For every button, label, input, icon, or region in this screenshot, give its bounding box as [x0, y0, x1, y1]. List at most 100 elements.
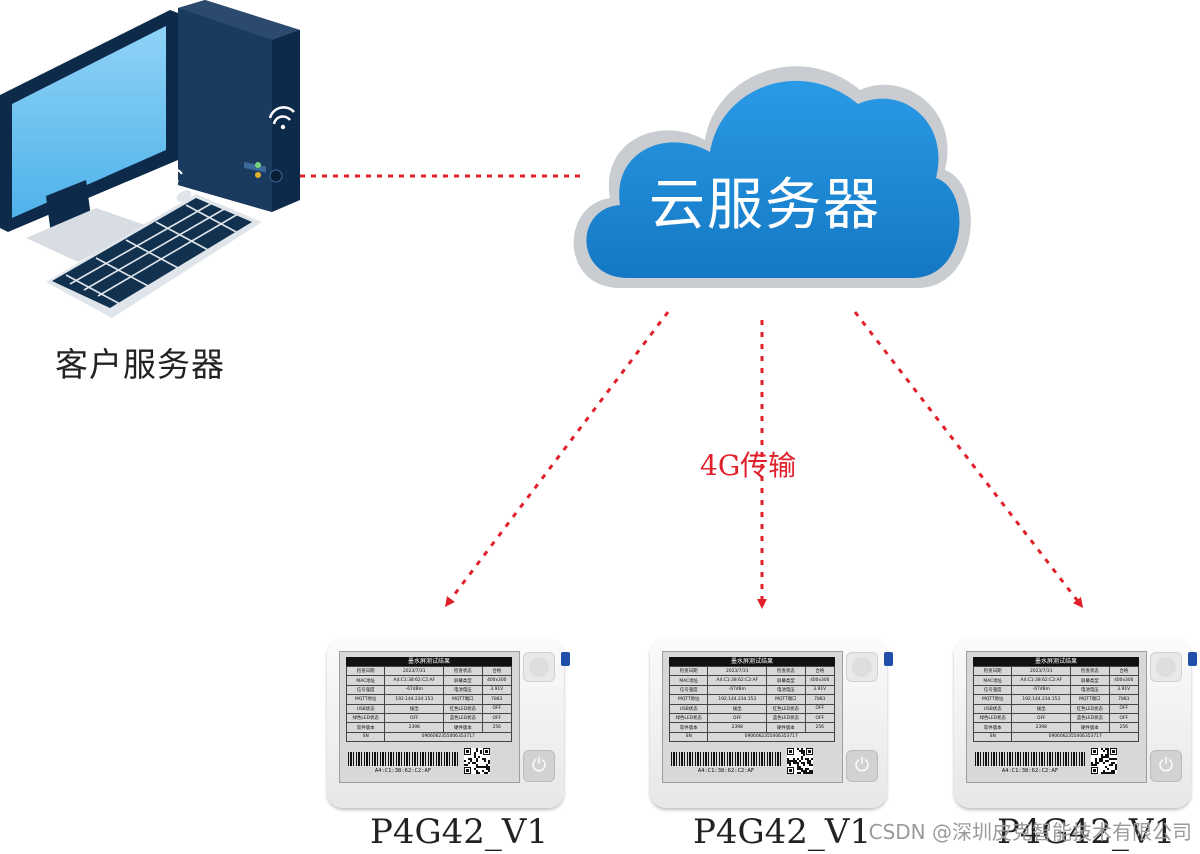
- screen-cell: 400x300: [804, 675, 836, 686]
- screen-cell: 400x300: [1108, 675, 1140, 686]
- screen-cell: SN: [345, 731, 386, 743]
- screen-cell: 检查日期: [345, 665, 386, 677]
- screen-cell: 屏幕类型: [443, 675, 483, 686]
- power-button[interactable]: ⏻: [846, 750, 878, 782]
- screen-cell: 7883: [481, 694, 513, 705]
- screen-cell: 2023/7/31: [707, 665, 768, 677]
- screen-cell: 256: [1108, 722, 1140, 733]
- power-icon: ⏻: [531, 755, 547, 776]
- barcode-icon: [975, 752, 1085, 766]
- screen-cell: 256: [481, 722, 513, 733]
- screen-cell: 电池电压: [1070, 684, 1110, 696]
- screen-cell: 合格: [481, 665, 513, 677]
- device-top-button[interactable]: [1150, 652, 1182, 682]
- screen-cell: 合格: [1108, 665, 1140, 677]
- screen-cell: USB状态: [345, 703, 386, 714]
- screen-cell: OFF: [384, 712, 445, 724]
- screen-mac-caption: A4:C1:38:62:C2:AF: [1001, 768, 1059, 774]
- screen-cell: USB状态: [972, 703, 1013, 714]
- screen-cell: A4:C1:38:62:C2:AF: [384, 675, 445, 686]
- screen-cell: MAC地址: [972, 675, 1013, 686]
- screen-cell: MQTT地址: [345, 694, 386, 705]
- screen-cell: OFF: [1108, 703, 1140, 714]
- screen-cell: 绿色LED状态: [668, 712, 709, 724]
- client-server-label: 客户服务器: [55, 345, 225, 384]
- screen-cell: 0906062355006353717: [384, 731, 512, 743]
- screen-cell: 信号强度: [668, 684, 709, 696]
- transfer-label: 4G传输: [700, 449, 797, 482]
- screen-cell: 192.144.234.153: [1011, 694, 1072, 705]
- power-button[interactable]: ⏻: [523, 750, 555, 782]
- screen-cell: A4:C1:38:62:C2:AF: [1011, 675, 1072, 686]
- device-side-tab: [1188, 652, 1197, 666]
- screen-cell: 红色LED状态: [443, 703, 483, 714]
- device-side-tab: [884, 652, 893, 666]
- qr-code-icon: [787, 748, 813, 774]
- screen-cell: MQTT端口: [443, 694, 483, 705]
- screen-cell: 电池电压: [766, 684, 806, 696]
- device-name-label: P4G42_V1: [370, 812, 549, 852]
- screen-cell: 检查日期: [972, 665, 1013, 677]
- screen-cell: 2398: [1011, 722, 1072, 733]
- screen-cell: 7883: [804, 694, 836, 705]
- device-side-tab: [561, 652, 570, 666]
- screen-cell: MQTT地址: [972, 694, 1013, 705]
- desktop-computer-icon: [0, 0, 300, 318]
- screen-cell: OFF: [481, 703, 513, 714]
- arrow-to-device-1: [444, 311, 670, 607]
- cloud-icon: [573, 66, 971, 288]
- screen-cell: 拔出: [1011, 703, 1072, 714]
- cloud-server-label: 云服务器: [649, 173, 881, 238]
- screen-cell: 蓝色LED状态: [766, 712, 806, 724]
- screen-mac-caption: A4:C1:38:62:C2:AF: [697, 768, 755, 774]
- qr-code-icon: [464, 748, 490, 774]
- screen-cell: MAC地址: [668, 675, 709, 686]
- screen-cell: 3.91V: [481, 684, 513, 696]
- device-top-button[interactable]: [846, 652, 878, 682]
- screen-cell: 2023/7/31: [384, 665, 445, 677]
- screen-cell: MQTT地址: [668, 694, 709, 705]
- screen-title: 墨水屏测试结果: [669, 657, 835, 666]
- device-top-button[interactable]: [523, 652, 555, 682]
- screen-cell: -67dBm: [384, 684, 445, 696]
- power-icon: ⏻: [1158, 755, 1174, 776]
- screen-cell: 检查状态: [443, 665, 483, 677]
- screen-cell: 256: [804, 722, 836, 733]
- screen-cell: 拔出: [384, 703, 445, 714]
- screen-cell: OFF: [804, 712, 836, 724]
- screen-mac-caption: A4:C1:38:62:C2:AF: [374, 768, 432, 774]
- screen-cell: 2398: [707, 722, 768, 733]
- screen-cell: 屏幕类型: [1070, 675, 1110, 686]
- screen-cell: 0906062355006353717: [707, 731, 835, 743]
- screen-cell: 信号强度: [345, 684, 386, 696]
- power-button[interactable]: ⏻: [1150, 750, 1182, 782]
- screen-title: 墨水屏测试结果: [346, 657, 512, 666]
- screen-cell: 屏幕类型: [766, 675, 806, 686]
- screen-title: 墨水屏测试结果: [973, 657, 1139, 666]
- barcode-icon: [671, 752, 781, 766]
- screen-cell: 2023/7/31: [1011, 665, 1072, 677]
- screen-cell: 3.91V: [1108, 684, 1140, 696]
- screen-cell: A4:C1:38:62:C2:AF: [707, 675, 768, 686]
- screen-cell: 192.144.234.153: [384, 694, 445, 705]
- screen-cell: SN: [972, 731, 1013, 743]
- screen-cell: 信号强度: [972, 684, 1013, 696]
